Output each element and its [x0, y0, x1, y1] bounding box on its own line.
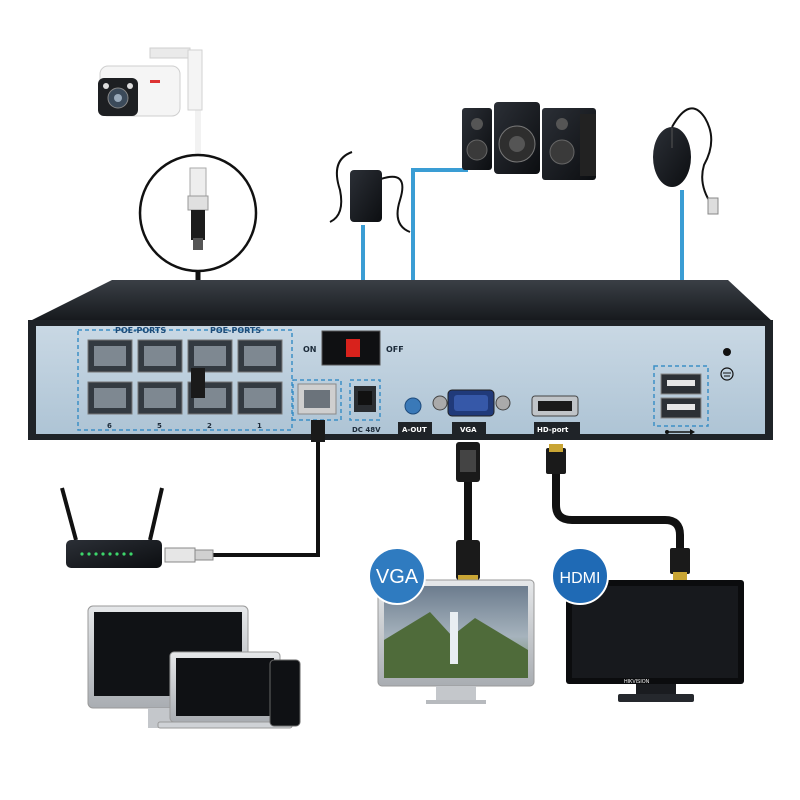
poe-label-left: POE-PORTS: [115, 326, 166, 335]
usb-ports-group: [653, 365, 709, 427]
hdmi-badge: HDMI: [551, 547, 609, 605]
vga-badge: VGA: [368, 547, 426, 605]
speaker-icon: [462, 108, 492, 170]
computers: [87, 605, 301, 729]
power-switch[interactable]: [321, 330, 381, 366]
router-icon: [66, 540, 162, 568]
hdmi-cable: [552, 470, 684, 560]
dc-label: DC 48V: [352, 426, 381, 434]
nvr-top-cover: [28, 280, 773, 322]
switch-on-label: ON: [303, 345, 317, 354]
vga-plug: [456, 442, 480, 581]
hdmi-plug: [546, 444, 690, 580]
monitor-brand: HIKVISION: [624, 679, 650, 685]
tablet-icon: [269, 659, 301, 727]
port-number: 6: [107, 422, 112, 430]
camera-connector-plug: [191, 368, 205, 398]
poe-port-row-bottom: [87, 381, 283, 415]
router: [60, 487, 214, 568]
aout-label: A-OUT: [402, 426, 427, 434]
usb-icon: [665, 429, 695, 435]
audio-out-jack[interactable]: [404, 397, 422, 415]
mouse: [653, 107, 719, 215]
router-leds: [80, 552, 133, 556]
vga-label: VGA: [460, 426, 477, 434]
power-adapter: [329, 151, 411, 233]
laptop-icon: [176, 658, 274, 716]
poe-port-row-top: [87, 339, 283, 373]
port-number: 5: [157, 422, 162, 430]
ground-icon: [720, 367, 734, 381]
port-number: 2: [207, 422, 212, 430]
poe-ports-group: [77, 329, 293, 431]
poe-label-right: POE-PORTS: [210, 326, 261, 335]
vga-badge-text: VGA: [376, 566, 419, 588]
connector-zoom: [138, 153, 258, 273]
hdmi-badge-text: HDMI: [560, 570, 601, 587]
speakers: [462, 102, 596, 180]
hdmi-monitor: HIKVISION: [566, 580, 744, 702]
ip-camera: [98, 47, 203, 117]
screw: [723, 348, 731, 356]
switch-off-label: OFF: [386, 345, 404, 354]
mouse-icon: [653, 127, 691, 187]
nvr-recorder: POE-PORTS POE-PORTS 6 5 2 1: [28, 280, 773, 442]
port-number: 1: [257, 422, 262, 430]
power-adapter-icon: [350, 170, 382, 222]
router-cable: [212, 440, 320, 557]
hd-label: HD-port: [537, 426, 569, 434]
power-switch-rocker[interactable]: [346, 339, 360, 357]
dc-jack-group: [349, 379, 381, 421]
monitor-screen: [572, 586, 738, 678]
